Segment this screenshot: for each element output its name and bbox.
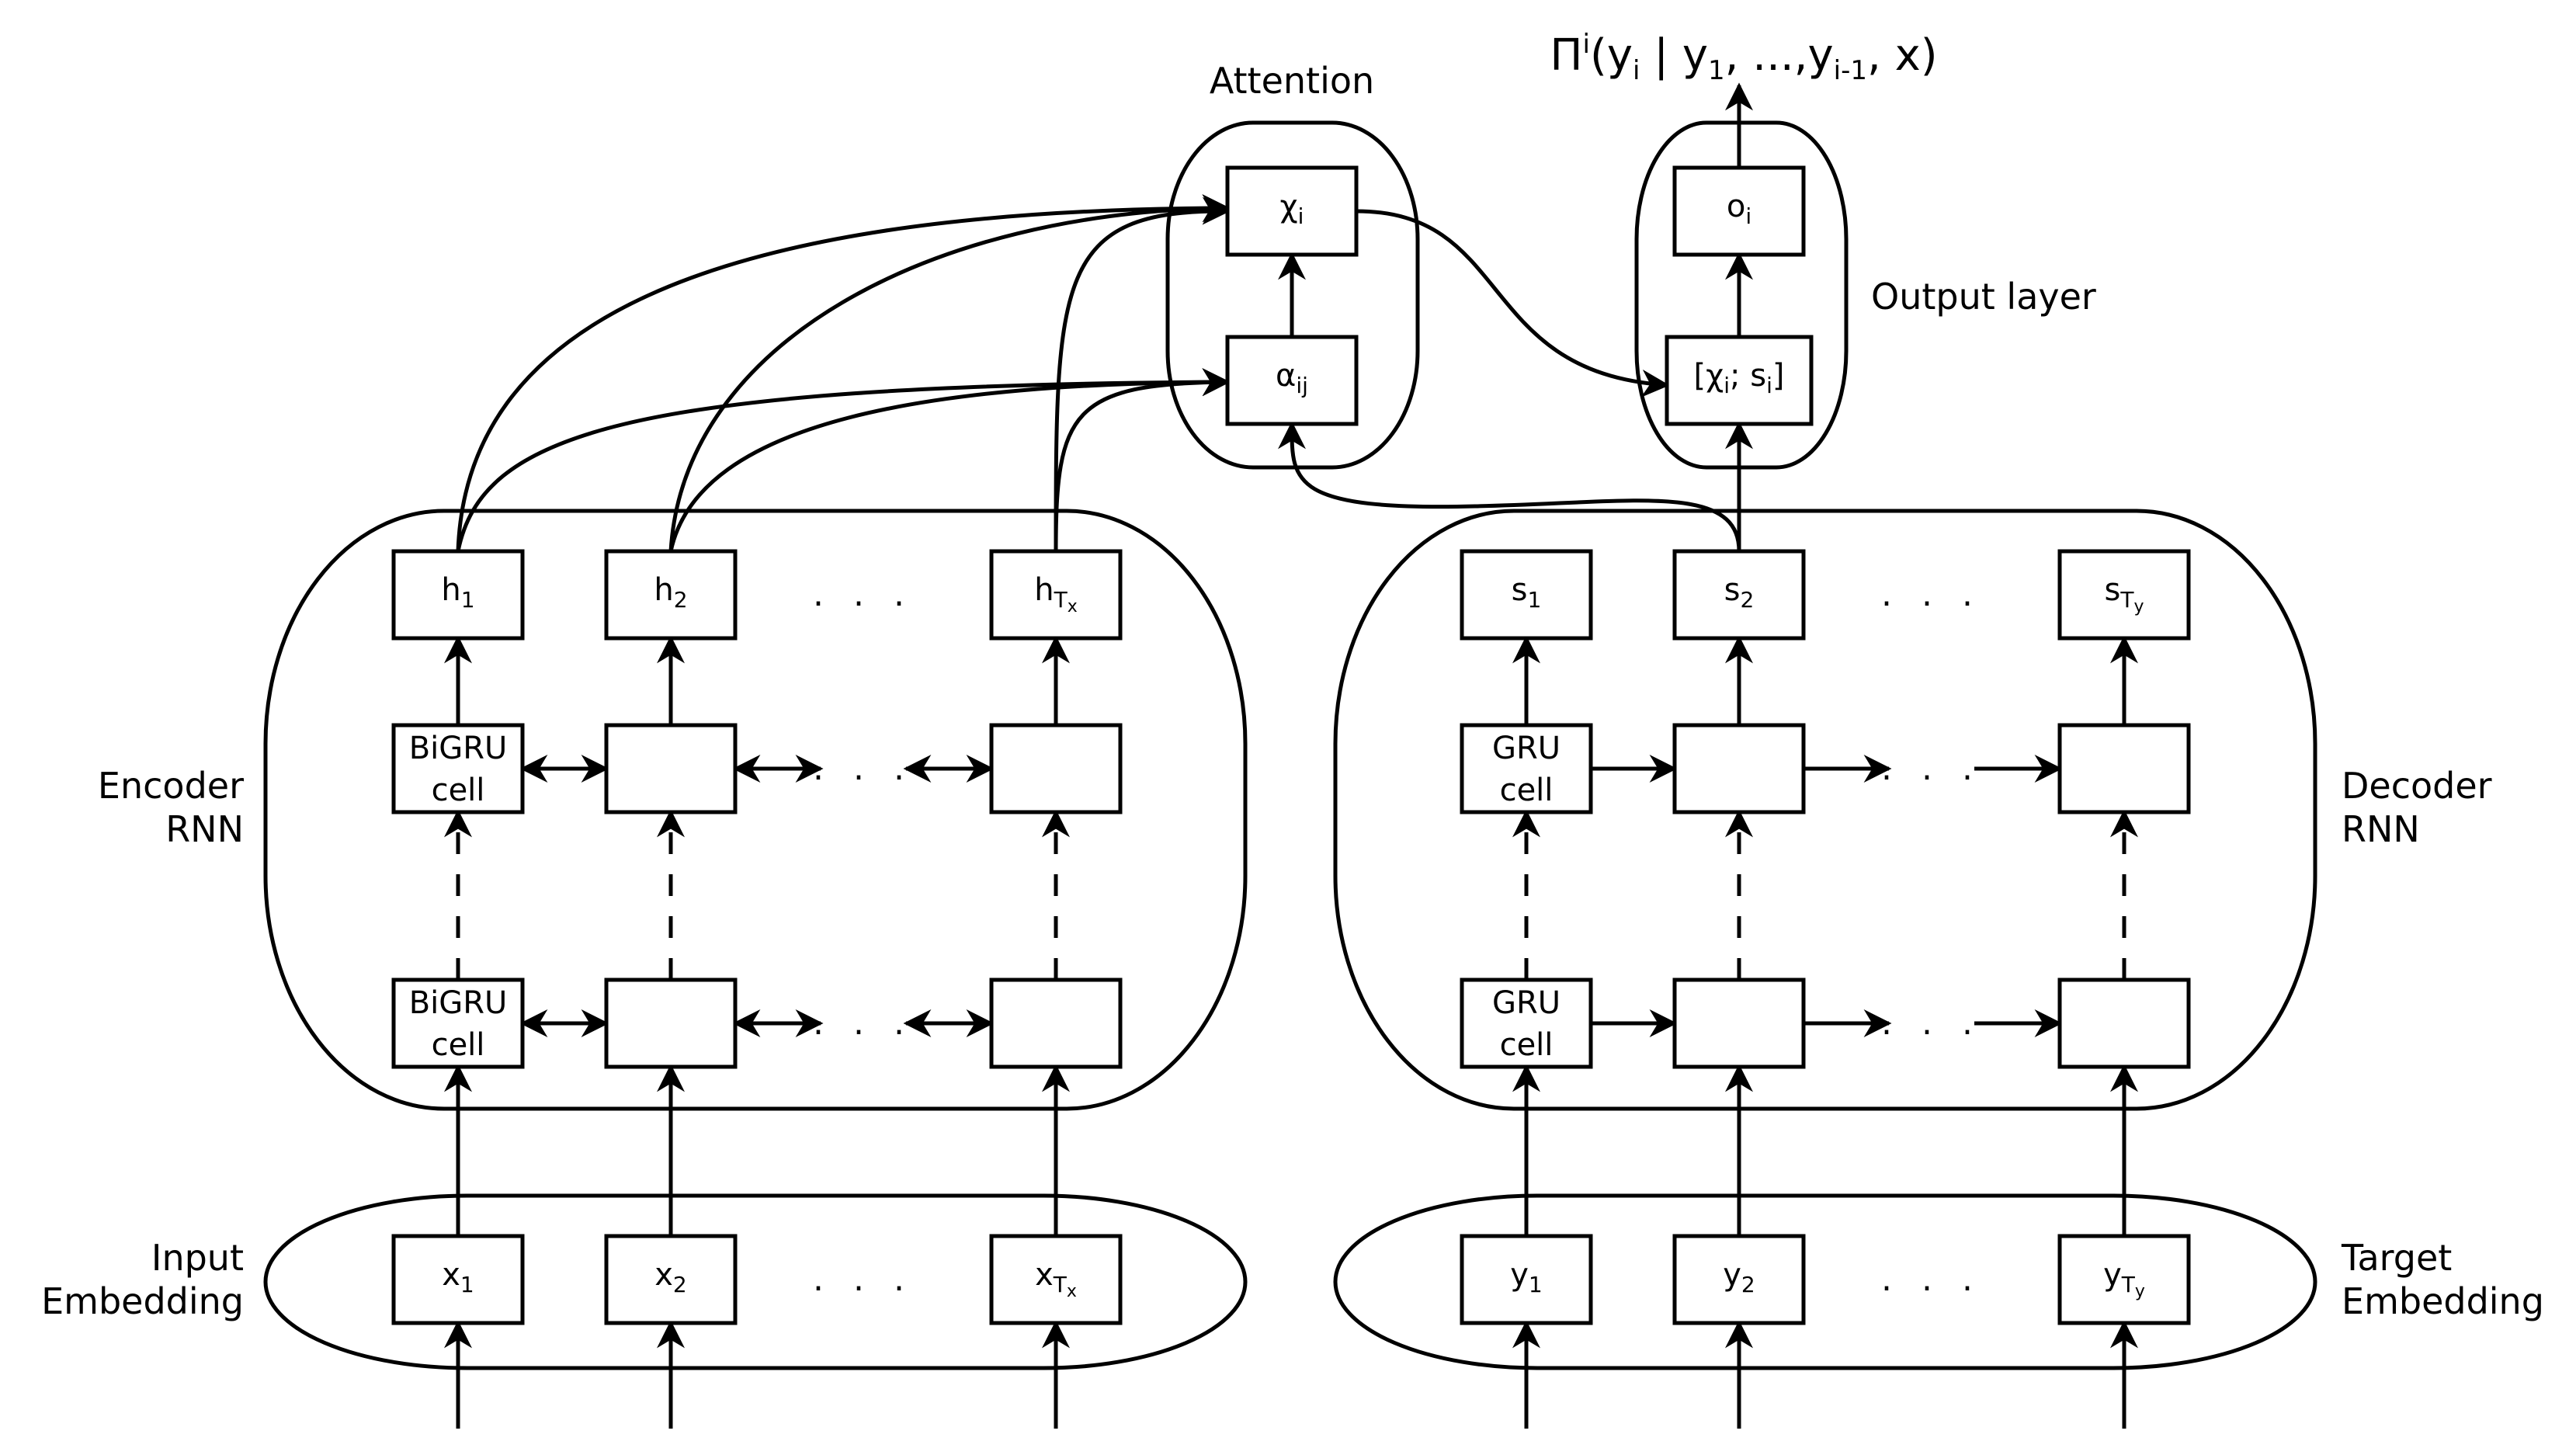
target-embedding-group bbox=[1333, 1193, 2317, 1370]
encoder-recurrent-ellipsis: . . . bbox=[813, 1003, 914, 1043]
decoder-top-cell bbox=[2057, 723, 2191, 814]
context-vector-box bbox=[1225, 165, 1359, 257]
decoder-input-label: y1 bbox=[1510, 1257, 1543, 1297]
decoder-hidden-box bbox=[1460, 549, 1593, 641]
encoder-top-cell bbox=[391, 723, 525, 814]
hT-to-chi-curve bbox=[1054, 196, 1231, 552]
decoder-bottom-cell bbox=[1672, 978, 1806, 1069]
chi-to-concat-curve bbox=[1356, 209, 1670, 398]
encoder-hidden-label: h1 bbox=[441, 572, 474, 613]
s2-to-alpha-curve bbox=[1277, 421, 1741, 552]
decoder-recurrent-ellipsis: . . . bbox=[1881, 748, 1982, 788]
input-embedding-group bbox=[263, 1193, 1248, 1370]
attention-group bbox=[1165, 120, 1420, 470]
decoder-top-cell bbox=[1672, 723, 1806, 814]
h1-to-chi-curve bbox=[456, 194, 1231, 552]
encoder-hidden-label: h2 bbox=[654, 572, 687, 613]
decoder-hidden-box bbox=[1672, 549, 1806, 641]
concat-box bbox=[1665, 335, 1814, 426]
attention-weights-box bbox=[1225, 335, 1359, 426]
encoder-top-cell bbox=[989, 723, 1123, 814]
output-layer-group bbox=[1634, 120, 1849, 470]
concat-label: [χi; si] bbox=[1694, 358, 1785, 398]
decoder-input-box bbox=[2057, 1234, 2191, 1325]
decoder-hidden-label: sTy bbox=[2105, 572, 2144, 616]
decoder-bottom-cell bbox=[1460, 978, 1593, 1069]
encoder-hidden-box bbox=[604, 549, 738, 641]
encoder-bottom-cell bbox=[989, 978, 1123, 1069]
decoder-input-box bbox=[1460, 1234, 1593, 1325]
decoder-input-ellipsis: . . . bbox=[1881, 1259, 1982, 1299]
encoder-input-box bbox=[989, 1234, 1123, 1325]
decoder-hidden-box bbox=[2057, 549, 2191, 641]
encoder-input-label: xTx bbox=[1035, 1257, 1077, 1301]
h2-to-alpha-curve bbox=[668, 368, 1231, 552]
decoder-bottom-cell bbox=[2057, 978, 2191, 1069]
attention-label: Attention bbox=[1210, 60, 1374, 102]
encoder-input-box bbox=[604, 1234, 738, 1325]
context-vector-label: χi bbox=[1280, 189, 1304, 229]
output-box bbox=[1672, 165, 1806, 257]
encoder-recurrent-ellipsis: . . . bbox=[813, 748, 914, 788]
decoder-rnn-group bbox=[1333, 509, 2317, 1111]
decoder-hidden-label: s2 bbox=[1724, 572, 1755, 613]
encoder-bottom-cell bbox=[391, 978, 525, 1069]
encoder-input-label: x2 bbox=[654, 1257, 687, 1297]
decoder-input-label: y2 bbox=[1723, 1257, 1755, 1297]
decoder-input-box bbox=[1672, 1234, 1806, 1325]
decoder-recurrent-ellipsis: . . . bbox=[1881, 1003, 1982, 1043]
hT-to-alpha-curve bbox=[1054, 368, 1231, 552]
encoder-hidden-box bbox=[989, 549, 1123, 641]
decoder-hidden-ellipsis: . . . bbox=[1881, 575, 1982, 614]
h2-to-chi-curve bbox=[668, 194, 1231, 552]
h1-to-alpha-curve bbox=[456, 368, 1231, 552]
encoder-bottom-cell bbox=[604, 978, 738, 1069]
attention-weights-label: αij bbox=[1276, 358, 1308, 398]
output-layer-label: Output layer bbox=[1871, 276, 2096, 318]
decoder-input-label: yTy bbox=[2103, 1257, 2145, 1301]
decoder-top-cell bbox=[1460, 723, 1593, 814]
output-label: oi bbox=[1727, 189, 1751, 229]
decoder-hidden-label: s1 bbox=[1512, 572, 1542, 613]
encoder-input-label: x1 bbox=[442, 1257, 474, 1297]
encoder-input-box bbox=[391, 1234, 525, 1325]
connections bbox=[444, 82, 2138, 1429]
encoder-hidden-box bbox=[391, 549, 525, 641]
encoder-hidden-ellipsis: . . . bbox=[813, 575, 914, 614]
encoder-rnn-group bbox=[263, 509, 1248, 1111]
output-probability-formula: Πi(yi | y1, ...,yi-1, x) bbox=[1550, 29, 1937, 86]
encoder-hidden-label: hTx bbox=[1034, 572, 1078, 616]
encoder-top-cell bbox=[604, 723, 738, 814]
encoder-input-ellipsis: . . . bbox=[813, 1259, 914, 1299]
